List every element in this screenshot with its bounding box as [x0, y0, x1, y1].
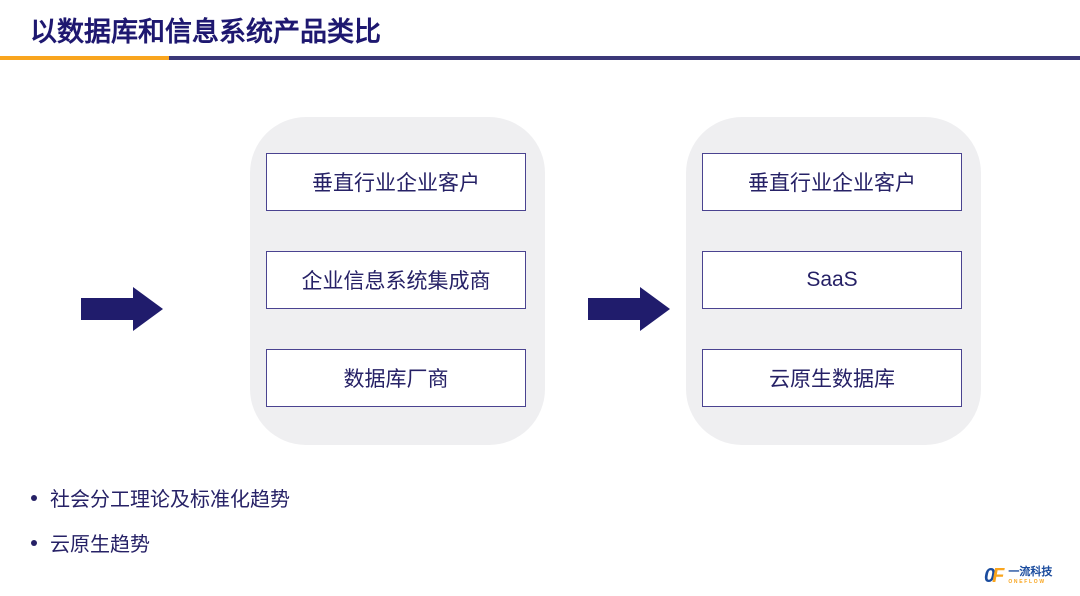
bullet-item: 社会分工理论及标准化趋势 [31, 483, 290, 512]
oneflow-monogram-icon: 0 F [984, 566, 1004, 586]
bullet-text: 社会分工理论及标准化趋势 [50, 489, 290, 511]
diagram-box-left-2: 企业信息系统集成商 [266, 251, 526, 309]
diagram-box-right-1: 垂直行业企业客户 [702, 153, 962, 211]
title-divider [0, 56, 1080, 60]
right-panel: 垂直行业企业客户 SaaS 云原生数据库 [686, 117, 981, 445]
bullet-dot-icon [31, 494, 37, 501]
diagram-box-label: 云原生数据库 [769, 368, 895, 391]
diagram-box-right-2: SaaS [702, 251, 962, 309]
logo-wordmark: 一流科技 ONEFLOW [1008, 566, 1052, 585]
right-arrow-icon [588, 287, 670, 331]
diagram-box-right-3: 云原生数据库 [702, 349, 962, 407]
divider-navy-segment [169, 56, 1080, 60]
bullet-dot-icon [31, 539, 37, 546]
logo-letter-f: F [992, 565, 1005, 587]
page-title: 以数据库和信息系统产品类比 [30, 17, 381, 47]
bullet-text: 云原生趋势 [50, 534, 150, 556]
diagram-box-label: SaaS [806, 268, 858, 291]
logo-name-english: ONEFLOW [1008, 579, 1046, 585]
left-panel: 垂直行业企业客户 企业信息系统集成商 数据库厂商 [250, 117, 545, 445]
logo-name-chinese: 一流科技 [1008, 566, 1053, 578]
diagram-box-label: 数据库厂商 [343, 368, 449, 391]
diagram-box-label: 垂直行业企业客户 [312, 172, 480, 195]
bullet-item: 云原生趋势 [31, 528, 150, 557]
diagram-box-left-1: 垂直行业企业客户 [266, 153, 526, 211]
oneflow-logo: 0 F 一流科技 ONEFLOW [984, 566, 1052, 586]
divider-orange-segment [0, 56, 169, 60]
diagram-box-label: 企业信息系统集成商 [301, 270, 491, 293]
logo-letter-o: 0 [984, 565, 996, 587]
right-arrow-icon [81, 287, 163, 331]
diagram-box-left-3: 数据库厂商 [266, 349, 526, 407]
diagram-box-label: 垂直行业企业客户 [748, 172, 916, 195]
